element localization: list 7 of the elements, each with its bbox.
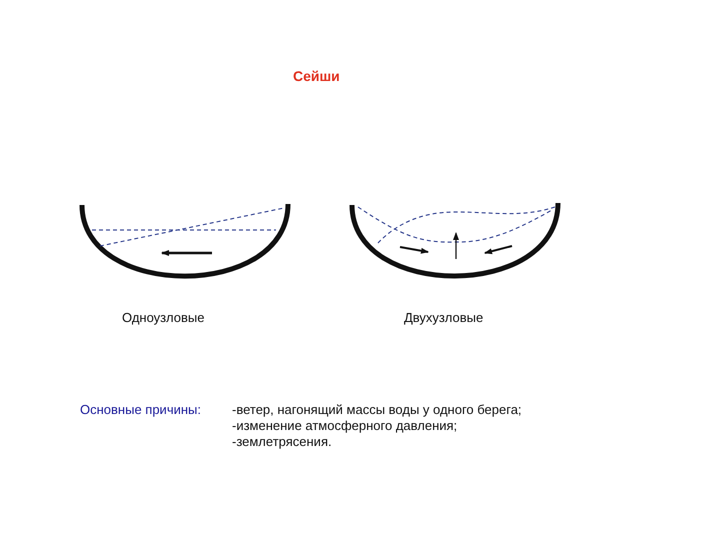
cause-item: -изменение атмосферного давления; <box>232 418 458 433</box>
cause-item: -землетрясения. <box>232 434 332 449</box>
caption: Двухузловые <box>404 310 484 325</box>
caption: Одноузловые <box>122 310 204 325</box>
title: Сейши <box>293 68 340 84</box>
cause-item: -ветер, нагонящий массы воды у одного берега; <box>232 402 522 417</box>
causes-heading: Основные причины: <box>80 402 201 417</box>
